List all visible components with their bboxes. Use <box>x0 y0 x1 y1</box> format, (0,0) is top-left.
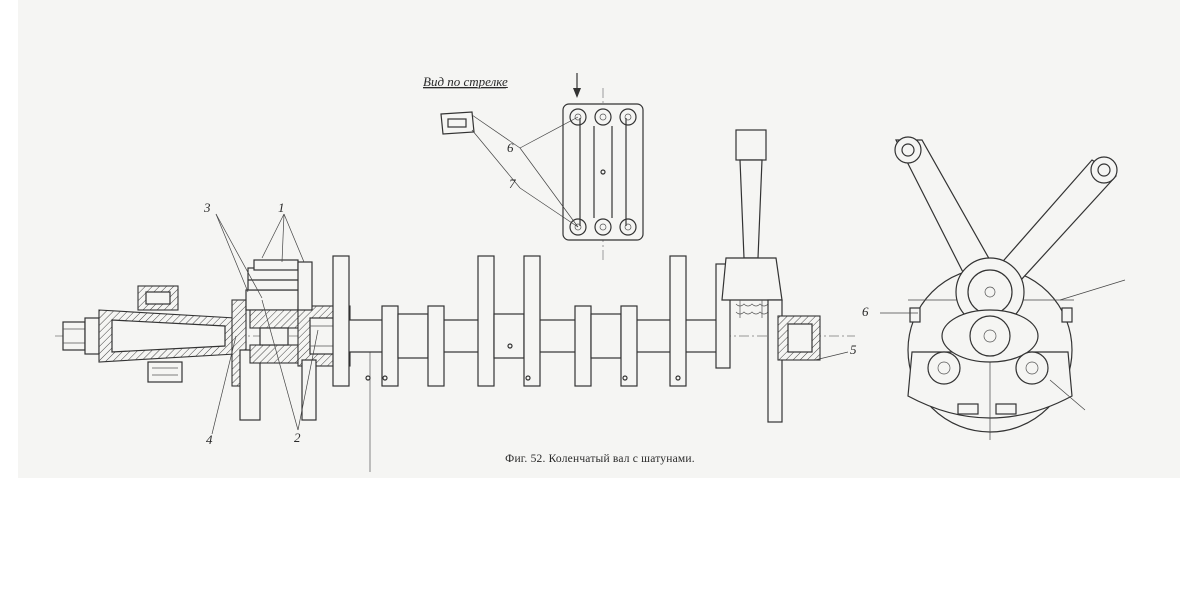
leader-lines <box>211 114 918 435</box>
callout-4: 4 <box>206 432 213 447</box>
callout-7: 7 <box>509 176 516 191</box>
crankshaft-body <box>332 255 719 387</box>
callout-5: 5 <box>850 342 857 357</box>
callout-1: 1 <box>278 200 285 215</box>
callout-2: 2 <box>294 430 301 445</box>
callout-6-top-view: 6 <box>507 140 514 155</box>
figure-caption: Фиг. 52. Коленчатый вал с шатунами. <box>505 453 695 465</box>
end-view <box>894 136 1126 440</box>
front-end-assembly <box>62 259 351 421</box>
top-detail-view <box>423 73 644 262</box>
rear-end-assembly <box>715 129 821 423</box>
callout-3: 3 <box>204 200 211 215</box>
view-by-arrow-label: Вид по стрелке <box>423 74 508 89</box>
callout-6-end-view: 6 <box>862 304 869 319</box>
